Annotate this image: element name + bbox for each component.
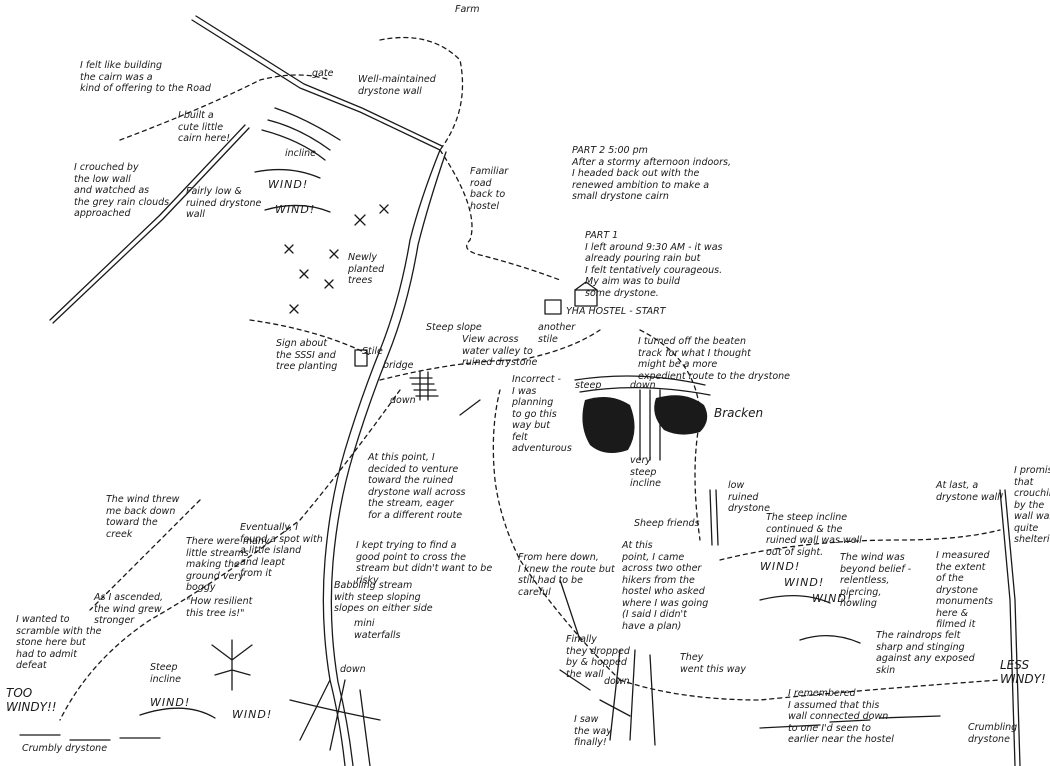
down-label-3: down — [340, 664, 366, 675]
hostel-label: YHA HOSTEL - START — [566, 306, 666, 317]
eventually-label: Eventually, I found a spot with a little… — [240, 522, 323, 579]
sheep-friends-label: Sheep friends — [634, 518, 700, 529]
remembered-label: I remembered I assumed that this wall co… — [788, 688, 894, 745]
wind-label-5: WIND! — [760, 560, 801, 573]
wind-label-6: WIND! — [784, 576, 825, 589]
bracken-label: Bracken — [714, 406, 764, 420]
promise-label: I promise that crouching by the wall was… — [1014, 465, 1050, 545]
top-drystone-wall — [49, 15, 443, 324]
cairn-label: I built a cute little cairn here! — [178, 110, 231, 144]
wanted-to-label: I wanted to scramble with the stone here… — [16, 614, 102, 671]
turned-off-label: I turned off the beaten track for what I… — [638, 336, 791, 382]
another-stile-label: another stile — [538, 322, 576, 345]
steep-incline-label: Steep incline — [150, 662, 182, 685]
down-label-4: down — [604, 676, 630, 687]
wind-label-1: WIND! — [268, 178, 309, 191]
wind-label-4: WIND! — [232, 708, 273, 721]
i-saw-label: I saw the way finally! — [574, 714, 612, 748]
stile-label: Stile — [362, 346, 383, 357]
measured-label: I measured the extent of the drystone mo… — [936, 550, 993, 630]
bridge-label: bridge — [383, 360, 414, 371]
wind-label-7: WIND! — [812, 592, 853, 605]
crumbling-2-label: Crumbling drystone — [968, 722, 1018, 745]
hostel-building — [574, 289, 598, 307]
wind-beyond-label: The wind was beyond belief - relentless,… — [840, 552, 912, 609]
newly-planted-tree-marks — [284, 204, 389, 314]
part2-label: PART 2 5:00 pm After a stormy afternoon … — [572, 145, 731, 202]
resilient-label: "How resilient this tree is!" — [186, 596, 253, 619]
low-ruined-label: low ruined drystone — [728, 480, 770, 514]
they-went-label: They went this way — [680, 652, 746, 675]
babbling-label: Babbling stream with steep sloping slope… — [334, 580, 433, 614]
steep-incline-2-label: The steep incline continued & the ruined… — [766, 512, 862, 558]
steep-label-2: steep — [575, 380, 602, 391]
at-this-point-1-label: At this point, I decided to venture towa… — [368, 452, 466, 521]
from-here-down-label: From here down, I knew the route but sti… — [518, 552, 615, 598]
at-this-point-2-label: At this point, I came across two other h… — [622, 540, 709, 632]
newly-planted-label: Newly planted trees — [348, 252, 385, 286]
incline-top-label: incline — [285, 148, 317, 159]
steep-slope-label: Steep slope — [426, 322, 482, 333]
gate-label: gate — [312, 68, 334, 79]
mini-waterfalls-label: mini waterfalls — [354, 618, 401, 641]
right-drystone-wall — [999, 489, 1021, 766]
as-ascended-label: As I ascended, the wind grew stronger — [94, 592, 164, 626]
less-windy-label: LESS WINDY! — [1000, 658, 1046, 686]
crouched-label: I crouched by the low wall and watched a… — [74, 162, 170, 219]
down-label-1: down — [390, 395, 416, 406]
very-steep-label: very steep incline — [630, 455, 662, 489]
wind-label-2: WIND! — [275, 203, 316, 216]
offering-label: I felt like building the cairn was a kin… — [80, 60, 211, 94]
sign-sssi-label: Sign about the SSSI and tree planting — [276, 338, 338, 372]
bracken-patches — [582, 395, 708, 454]
crumbly-label-1: Crumbly drystone — [22, 743, 108, 754]
wind-label-3: WIND! — [150, 696, 191, 709]
wall-top-label: Well-maintained drystone wall — [358, 74, 436, 97]
incorrect-label: Incorrect - I was planning to go this wa… — [512, 374, 572, 454]
view-label: View across water valley to ruined dryst… — [462, 334, 538, 368]
crumbly-drystone — [19, 669, 941, 741]
finally-label: Finally they dropped by & hopped the wal… — [566, 634, 630, 680]
part1-label: PART 1 I left around 9:30 AM - it was al… — [585, 230, 723, 299]
at-last-label: At last, a drystone wall! — [936, 480, 1004, 503]
raindrops-label: The raindrops felt sharp and stinging ag… — [876, 630, 975, 676]
farm-label: Farm — [455, 4, 480, 15]
familiar-road-label: Familiar road back to hostel — [470, 166, 509, 212]
kept-trying-label: I kept trying to find a good point to cr… — [356, 540, 493, 586]
resilient-tree — [211, 639, 253, 691]
down-label-2: down — [630, 380, 656, 391]
many-streams-label: There were many little streams making th… — [186, 536, 270, 593]
wind-threw-label: The wind threw me back down toward the c… — [106, 494, 180, 540]
too-windy-label: TOO WINDY!! — [6, 686, 57, 714]
fairly-low-label: Fairly low & ruined drystone wall — [186, 186, 262, 220]
